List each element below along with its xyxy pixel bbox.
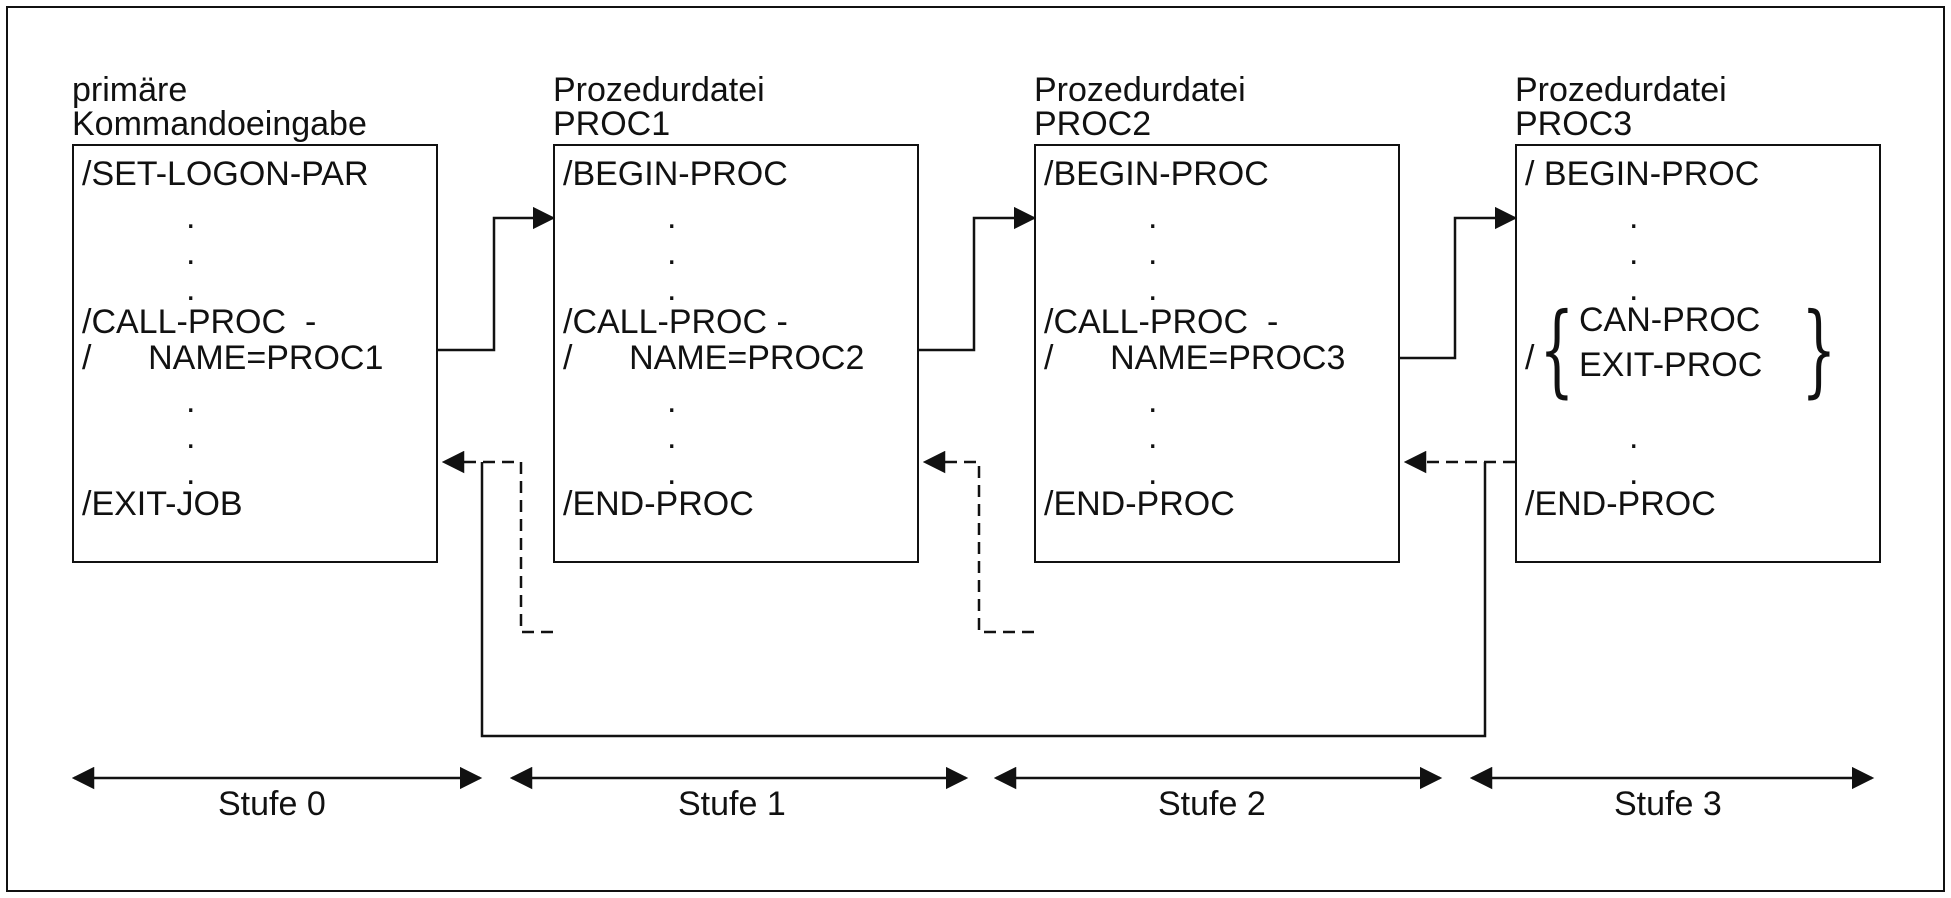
ellipsis-dot: . bbox=[667, 234, 677, 272]
ellipsis-dot: . bbox=[186, 198, 196, 236]
ellipsis-dot: . bbox=[186, 234, 196, 272]
header-primary-line2: Kommandoeingabe bbox=[72, 105, 367, 143]
ellipsis-dot: . bbox=[1629, 418, 1639, 456]
line-call-proc: /CALL-PROC - bbox=[82, 303, 317, 341]
level-label-3: Stufe 3 bbox=[1614, 785, 1722, 823]
ellipsis-dot: . bbox=[1148, 454, 1158, 492]
ellipsis-dot: . bbox=[186, 418, 196, 456]
ellipsis-dot: . bbox=[1148, 234, 1158, 272]
ellipsis-dot: . bbox=[186, 270, 196, 308]
diagram-frame: primäre Kommandoeingabe /SET-LOGON-PAR .… bbox=[6, 6, 1945, 892]
ellipsis-dot: . bbox=[1148, 270, 1158, 308]
option-exit-proc: EXIT-PROC bbox=[1579, 346, 1763, 384]
call-arrow-1-to-2 bbox=[919, 206, 1037, 352]
line-call-proc: /CALL-PROC - bbox=[1044, 303, 1279, 341]
ellipsis-dot: . bbox=[1148, 418, 1158, 456]
line-end-proc: /END-PROC bbox=[1525, 485, 1716, 523]
line-exit-job: /EXIT-JOB bbox=[82, 485, 243, 523]
header-proc3-line1: Prozedurdatei bbox=[1515, 71, 1727, 109]
box-proc1: /BEGIN-PROC . . . /CALL-PROC - / NAME=PR… bbox=[553, 144, 919, 563]
line-call-proc: /CALL-PROC - bbox=[563, 303, 788, 341]
ellipsis-dot: . bbox=[667, 270, 677, 308]
level-label-2: Stufe 2 bbox=[1158, 785, 1266, 823]
ellipsis-dot: . bbox=[1629, 234, 1639, 272]
connector-arrows bbox=[71, 206, 1875, 790]
return-arrow-2-to-1 bbox=[922, 450, 1034, 634]
ellipsis-dot: . bbox=[667, 418, 677, 456]
line-begin-proc: / BEGIN-PROC bbox=[1525, 155, 1760, 193]
ellipsis-dot: . bbox=[1148, 382, 1158, 420]
ellipsis-dot: . bbox=[667, 454, 677, 492]
level-label-1: Stufe 1 bbox=[678, 785, 786, 823]
box-proc2: /BEGIN-PROC . . . /CALL-PROC - / NAME=PR… bbox=[1034, 144, 1400, 563]
header-proc2-line1: Prozedurdatei bbox=[1034, 71, 1246, 109]
line-slash: / bbox=[1525, 339, 1535, 377]
line-set-logon-par: /SET-LOGON-PAR bbox=[82, 155, 369, 193]
ellipsis-dot: . bbox=[186, 382, 196, 420]
line-name-proc1: / NAME=PROC1 bbox=[82, 339, 384, 377]
ellipsis-dot: . bbox=[1148, 198, 1158, 236]
line-end-proc: /END-PROC bbox=[1044, 485, 1235, 523]
line-end-proc: /END-PROC bbox=[563, 485, 754, 523]
line-begin-proc: /BEGIN-PROC bbox=[1044, 155, 1269, 193]
call-arrow-2-to-3 bbox=[1400, 206, 1518, 360]
line-name-proc3: / NAME=PROC3 bbox=[1044, 339, 1346, 377]
exit-return-line bbox=[480, 462, 1487, 738]
header-proc3-line2: PROC3 bbox=[1515, 105, 1633, 143]
left-brace: { bbox=[1539, 291, 1575, 408]
header-proc2-line2: PROC2 bbox=[1034, 105, 1152, 143]
header-primary-line1: primäre bbox=[72, 71, 188, 109]
header-proc1-line2: PROC1 bbox=[553, 105, 671, 143]
option-can-proc: CAN-PROC bbox=[1579, 301, 1761, 339]
ellipsis-dot: . bbox=[186, 454, 196, 492]
right-brace: } bbox=[1801, 291, 1837, 408]
ellipsis-dot: . bbox=[1629, 198, 1639, 236]
line-name-proc2: / NAME=PROC2 bbox=[563, 339, 865, 377]
ellipsis-dot: . bbox=[1629, 270, 1639, 308]
header-proc1-line1: Prozedurdatei bbox=[553, 71, 765, 109]
box-proc3: / BEGIN-PROC . . . / { CAN-PROC EXIT-PRO… bbox=[1515, 144, 1881, 563]
ellipsis-dot: . bbox=[667, 198, 677, 236]
box-primary-input: /SET-LOGON-PAR . . . /CALL-PROC - / NAME… bbox=[72, 144, 438, 563]
return-arrow-1-to-0 bbox=[441, 450, 553, 634]
level-label-0: Stufe 0 bbox=[218, 785, 326, 823]
call-arrow-0-to-1 bbox=[438, 206, 556, 352]
ellipsis-dot: . bbox=[667, 382, 677, 420]
ellipsis-dot: . bbox=[1629, 454, 1639, 492]
line-begin-proc: /BEGIN-PROC bbox=[563, 155, 788, 193]
